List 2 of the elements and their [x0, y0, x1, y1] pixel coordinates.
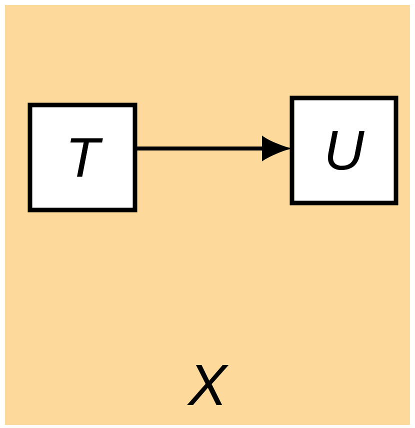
process-box: U	[290, 96, 398, 206]
process-box: T	[28, 102, 138, 212]
